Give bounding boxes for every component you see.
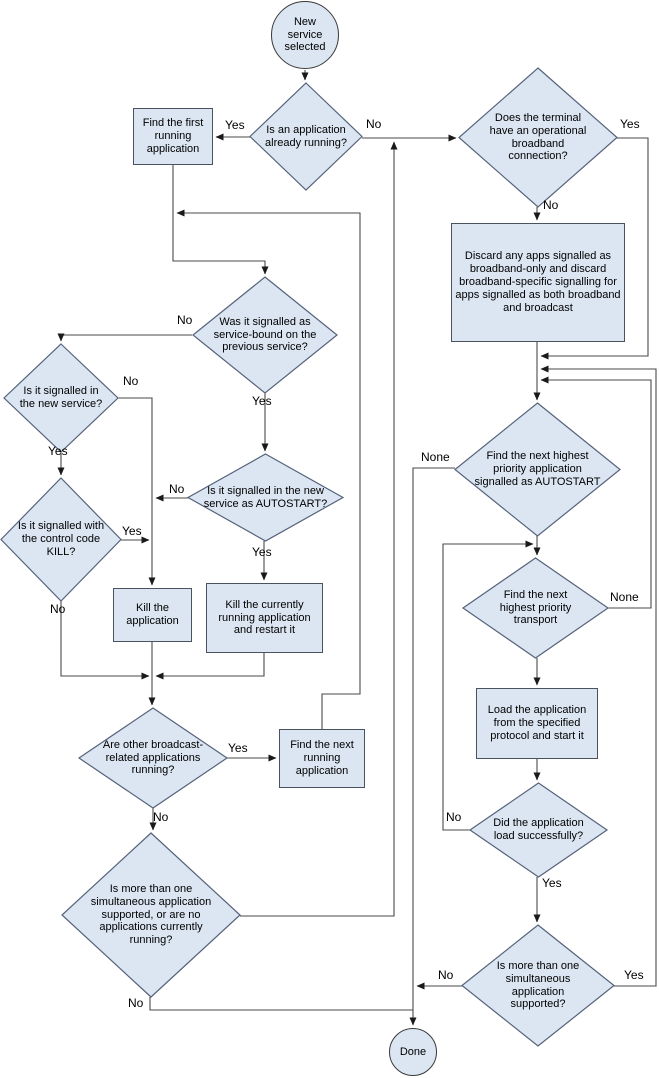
diamond-shape bbox=[455, 403, 620, 536]
edge-d12-yes-loop bbox=[540, 365, 657, 987]
edge-label-d5-no: No bbox=[169, 482, 185, 496]
decision-label: Is it signalled in the new service? bbox=[19, 385, 103, 410]
edge-d3-no-to-d4 bbox=[57, 333, 192, 342]
diamond-shape bbox=[4, 344, 118, 452]
edge-b1-to-d3 bbox=[172, 165, 269, 275]
edge-d10-none-loop bbox=[540, 376, 652, 609]
decision-operational-broadband-connection: Does the terminal have an operational br… bbox=[459, 68, 617, 207]
decision-other-broadcast-related-apps-running: Are other broadcast-related applications… bbox=[79, 708, 227, 808]
process-label: Discard any apps signalled as broadband-… bbox=[455, 250, 621, 314]
start-node-new-service-selected: New service selected bbox=[271, 1, 339, 69]
decision-label: Is more than one simultaneous applicatio… bbox=[90, 882, 212, 947]
edge-label-d4-no: No bbox=[123, 374, 139, 388]
decision-label: Is an application already running? bbox=[265, 123, 347, 149]
edge-label-d7-yes: Yes bbox=[228, 741, 248, 755]
decision-label: Is it signalled in the new service as AU… bbox=[203, 484, 328, 510]
decision-label: Find the next highest priority transport bbox=[499, 588, 572, 627]
end-node-label: Done bbox=[399, 1045, 427, 1058]
edge-label-d9-none: None bbox=[421, 450, 450, 464]
edge-label-d11-no: No bbox=[446, 810, 462, 824]
decision-control-code-kill: Is it signalled with the control code KI… bbox=[1, 478, 121, 601]
decision-multiple-simultaneous-apps-supported: Is more than one simultaneous applicatio… bbox=[462, 925, 614, 1046]
process-load-application-from-protocol: Load the application from the specified … bbox=[476, 688, 598, 759]
process-kill-the-application: Kill the application bbox=[113, 588, 192, 642]
process-label: Load the application from the specified … bbox=[487, 704, 587, 742]
edge-label-d3-no: No bbox=[177, 313, 193, 327]
process-find-first-running-application: Find the first running application bbox=[133, 108, 213, 165]
edge-b4-down-merge bbox=[155, 653, 265, 680]
edge-d9-none-to-done bbox=[409, 467, 455, 1026]
process-label: Kill the currently running application a… bbox=[218, 598, 311, 637]
decision-label: Did the application load successfully? bbox=[493, 817, 584, 842]
edge-label-d12-no: No bbox=[438, 968, 454, 982]
edge-label-d2-yes: Yes bbox=[620, 117, 640, 131]
edge-d11-no-loop bbox=[442, 540, 534, 831]
edge-label-d6-no: No bbox=[50, 602, 66, 616]
edge-label-d6-yes: Yes bbox=[122, 524, 142, 538]
decision-label: Find the next highest priority applicati… bbox=[474, 450, 601, 488]
decision-find-next-highest-priority-autostart-app: Find the next highest priority applicati… bbox=[455, 403, 620, 536]
edge-label-d8-no: No bbox=[128, 996, 144, 1010]
decision-application-already-running: Is an application already running? bbox=[250, 83, 362, 190]
decision-application-load-successfully: Did the application load successfully? bbox=[470, 783, 607, 877]
edge-label-d7-no: No bbox=[153, 810, 169, 824]
edge-d2-yes-merge bbox=[540, 137, 649, 360]
diamond-shape bbox=[470, 783, 607, 877]
decision-label: Is it signalled with the control code KI… bbox=[17, 520, 105, 558]
process-kill-currently-running-and-restart: Kill the currently running application a… bbox=[206, 583, 323, 653]
edge-label-d11-yes: Yes bbox=[542, 876, 562, 890]
decision-signalled-in-new-service: Is it signalled in the new service? bbox=[4, 344, 118, 452]
process-label: Find the first running application bbox=[142, 117, 204, 155]
edge-label-d10-none: None bbox=[610, 590, 639, 604]
diamond-shape bbox=[1, 478, 121, 601]
edge-label-d4-yes: Yes bbox=[48, 444, 68, 458]
edge-d6-no-merge bbox=[60, 601, 150, 680]
decision-label: Are other broadcast-related applications… bbox=[102, 738, 204, 777]
edge-label-d3-yes: Yes bbox=[252, 394, 272, 408]
diamond-shape bbox=[62, 833, 240, 997]
decision-label: Was it signalled as service-bound on the… bbox=[213, 315, 317, 354]
end-node-done: Done bbox=[389, 1028, 437, 1076]
diamond-shape bbox=[462, 925, 614, 1046]
decision-signalled-as-autostart: Is it signalled in the new service as AU… bbox=[188, 454, 343, 541]
decision-service-bound-previous-service: Was it signalled as service-bound on the… bbox=[193, 277, 337, 393]
decision-find-next-highest-priority-transport: Find the next highest priority transport bbox=[463, 558, 608, 658]
start-node-label: New service selected bbox=[284, 15, 326, 54]
diamond-shape bbox=[459, 68, 617, 207]
diamond-shape bbox=[188, 454, 343, 541]
process-label: Kill the application bbox=[126, 602, 179, 627]
process-find-next-running-application: Find the next running application bbox=[279, 729, 365, 788]
edge-d8-yes-up-merge bbox=[240, 141, 398, 917]
decision-multiple-apps-supported-or-none-running: Is more than one simultaneous applicatio… bbox=[62, 833, 240, 997]
edge-label-d5-yes: Yes bbox=[252, 545, 272, 559]
diamond-shape bbox=[79, 708, 227, 808]
decision-label: Does the terminal have an operational br… bbox=[489, 111, 587, 163]
edge-b5-loop-up bbox=[176, 209, 361, 729]
process-label: Find the next running application bbox=[290, 739, 354, 777]
diamond-shape bbox=[463, 558, 608, 658]
decision-label: Is more than one simultaneous applicatio… bbox=[496, 959, 580, 1011]
edge-d4-no-to-b3 bbox=[118, 397, 156, 586]
edge-d8-no-to-done bbox=[149, 997, 413, 1011]
diamond-shape bbox=[250, 83, 362, 190]
edge-label-d2-no: No bbox=[543, 198, 559, 212]
process-discard-broadband-apps: Discard any apps signalled as broadband-… bbox=[451, 223, 625, 342]
edge-label-d1-no: No bbox=[366, 117, 382, 131]
diamond-shape bbox=[193, 277, 337, 393]
edge-label-d1-yes: Yes bbox=[225, 118, 245, 132]
edge-label-d12-yes: Yes bbox=[624, 968, 644, 982]
